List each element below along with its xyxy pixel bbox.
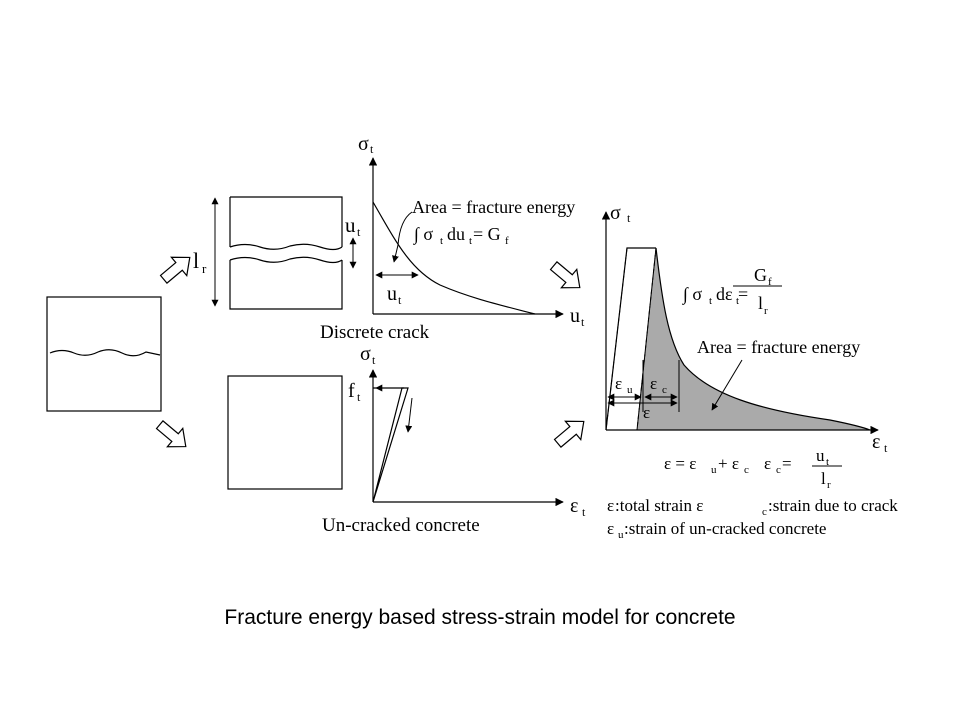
integral-right-a: ∫ σ: [682, 284, 702, 305]
stress-axis-label-right-sub: t: [627, 211, 631, 225]
legend-2-sub: u: [618, 529, 624, 541]
eq1-a: ε = ε: [664, 454, 696, 473]
integral-top-sub-f: f: [505, 235, 509, 247]
area-pointer: [392, 211, 413, 263]
integral-right-b: dε: [716, 284, 733, 304]
graph-discrete-crack: [368, 157, 564, 319]
fracture-energy-area: [637, 248, 870, 430]
eq2-numerator: u: [816, 446, 825, 465]
gf-denominator: l: [758, 293, 763, 313]
ft-label: f: [348, 380, 355, 402]
eq1-b: + ε: [718, 454, 739, 473]
lower-crack-face: [229, 256, 343, 264]
block-arrow-right-top: [549, 261, 581, 289]
length-label-sub: r: [202, 261, 207, 276]
eq2-eq: =: [782, 454, 792, 473]
stress-axis-label-sub: t: [370, 142, 374, 156]
eq2-numerator-sub: t: [826, 456, 829, 468]
eq2-sub-c: c: [776, 464, 781, 476]
eq2-a: ε: [764, 454, 771, 473]
stress-axis-label-mid-sub: t: [372, 353, 376, 367]
displacement-arrow-label-sub: t: [398, 293, 402, 307]
block-arrow-up: [159, 256, 191, 284]
eps-c-label: ε: [650, 374, 657, 393]
block-arrow-right-bottom: [553, 420, 585, 448]
displacement-axis-label: u: [570, 305, 580, 327]
stress-axis-label-mid: σ: [360, 343, 371, 365]
legend-1-sub: c: [762, 506, 767, 518]
upper-crack-face: [229, 243, 343, 251]
strain-axis-label-mid-sub: t: [582, 505, 586, 519]
integral-top-sub-t2: t: [469, 235, 472, 247]
integral-top-b: du: [447, 224, 465, 244]
graph-combined: [601, 211, 879, 467]
unload-dashed-1: [605, 247, 628, 431]
eps-u-label-sub: u: [627, 384, 633, 396]
opening-label-sub: t: [357, 225, 361, 239]
specimen-cracked: [211, 196, 357, 310]
specimen-original: [46, 296, 162, 412]
linear-branch: [372, 387, 409, 503]
gf-numerator-sub: f: [768, 276, 772, 288]
integral-right-sub-t2: t: [736, 295, 739, 307]
area-label-right: Area = fracture energy: [697, 337, 860, 357]
legend-1-text2: :strain due to crack: [768, 496, 898, 515]
specimen-uncracked: [227, 375, 343, 490]
strain-axis-label-right: ε: [872, 431, 880, 453]
stress-axis-label-right: σ: [610, 202, 621, 224]
gf-denominator-sub: r: [764, 305, 768, 317]
crack-line: [49, 349, 161, 357]
unload-arrow: [405, 397, 413, 433]
eps-u-label: ε: [615, 374, 622, 393]
displacement-axis-label-sub: t: [581, 315, 585, 329]
integral-top-sub-t: t: [440, 235, 443, 247]
area-pointer-right: [711, 359, 743, 411]
discrete-crack-caption: Discrete crack: [320, 322, 430, 343]
softening-curve: [372, 201, 536, 315]
eq1-sub-u: u: [711, 464, 717, 476]
legend-2-symbol: ε: [607, 519, 614, 538]
legend-1-text: :total strain ε: [615, 496, 703, 515]
opening-label: u: [345, 213, 356, 237]
eq1-sub-c: c: [744, 464, 749, 476]
eps-c-label-sub: c: [662, 384, 667, 396]
eps-total-label: ε: [643, 403, 650, 422]
area-label-top: Area = fracture energy: [412, 197, 575, 217]
softening-curve: [655, 247, 871, 431]
ft-label-sub: t: [357, 390, 361, 404]
eq2-denominator-sub: r: [827, 479, 831, 491]
eq2-denominator: l: [821, 469, 826, 488]
integral-right-sub-t: t: [709, 295, 712, 307]
lower-piece: [229, 260, 343, 310]
integral-right-eq: =: [738, 284, 748, 304]
gf-numerator: G: [754, 265, 767, 285]
figure-caption: Fracture energy based stress-strain mode…: [224, 606, 736, 629]
strain-axis-label-mid: ε: [570, 495, 578, 517]
block-arrow-down: [155, 420, 187, 448]
stress-axis-label: σ: [358, 133, 369, 155]
integral-top-eq: = G: [473, 224, 501, 244]
integral-top-a: ∫ σ: [413, 224, 433, 245]
strain-axis-label-right-sub: t: [884, 441, 888, 455]
displacement-arrow-label: u: [387, 283, 397, 305]
legend-2-text: :strain of un-cracked concrete: [624, 519, 826, 538]
graph-uncracked: [368, 369, 564, 507]
specimen-block: [46, 296, 162, 412]
length-label: l: [193, 248, 199, 273]
uncracked-caption: Un-cracked concrete: [322, 515, 480, 536]
legend-1-symbol: ε: [607, 496, 614, 515]
upper-piece: [229, 196, 343, 247]
